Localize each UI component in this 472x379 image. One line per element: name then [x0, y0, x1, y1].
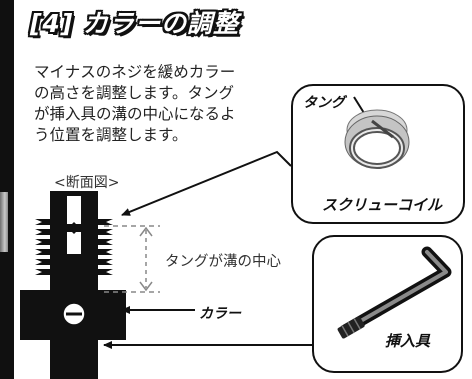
- tang-center-caption: タングが溝の中心: [165, 254, 281, 270]
- callout-arrows: [103, 96, 365, 349]
- insertion-tool-illustration: [337, 246, 452, 339]
- description-line: う位置を調整します。: [34, 126, 188, 144]
- collar-label: カラー: [199, 306, 241, 322]
- description-line: マイナスのネジを緩めカラー: [34, 63, 236, 81]
- description-line: が挿入具の溝の中心になるよ: [34, 105, 236, 123]
- center-measure: [104, 225, 160, 293]
- description-text: マイナスのネジを緩めカラー の高さを調整します。タング が挿入具の溝の中心になる…: [34, 62, 284, 146]
- cross-section-label: <断面図>: [54, 175, 120, 191]
- description-line: の高さを調整します。タング: [34, 84, 234, 102]
- tang-label: タング: [303, 95, 345, 111]
- left-accent-bar: [0, 0, 14, 379]
- insertion-tool-label: 挿入具: [385, 332, 431, 350]
- cross-section-diagram: [20, 191, 126, 379]
- screw-coil-illustration: [344, 109, 410, 169]
- step-title: [4] カラーの調整: [30, 9, 239, 38]
- edge-photo-fragment: [0, 192, 8, 252]
- screw-coil-label: スクリューコイル: [322, 196, 443, 214]
